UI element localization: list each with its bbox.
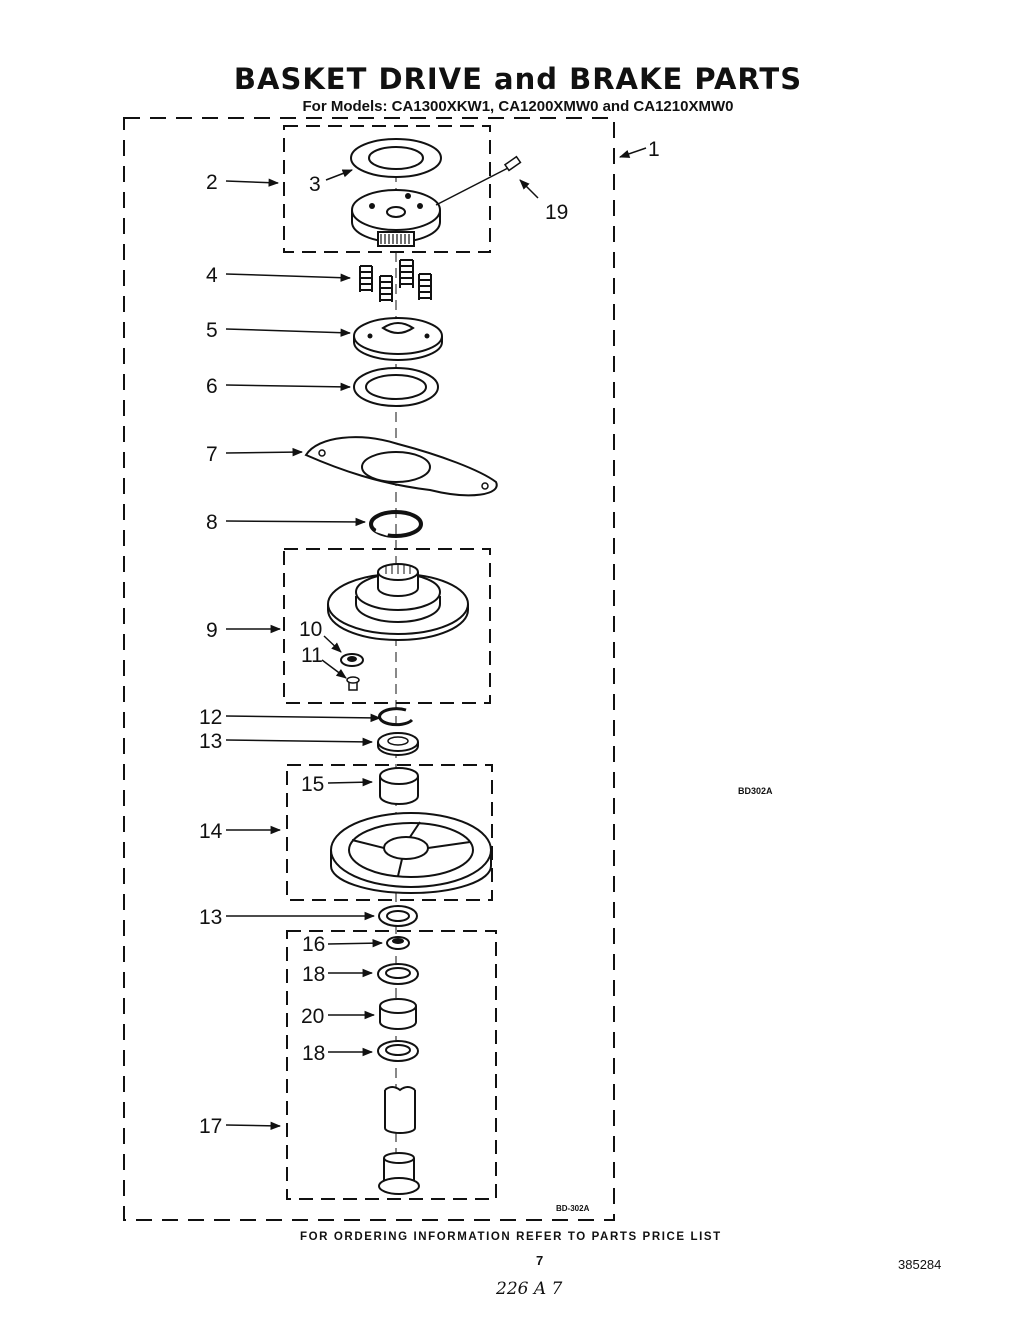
callout-6: 6 — [206, 375, 218, 398]
callout-13-lower: 13 — [199, 906, 222, 929]
part-18-seal-lower — [377, 1040, 419, 1062]
callout-8: 8 — [206, 511, 218, 534]
side-reference-code: BD302A — [738, 786, 773, 796]
handwritten-note: 226 A 7 — [496, 1279, 563, 1299]
part-17-drive-tube — [378, 1086, 420, 1195]
callout-12: 12 — [199, 706, 222, 729]
part-9-drum — [327, 563, 469, 641]
callout-20: 20 — [301, 1005, 324, 1028]
part-10-bushing — [340, 653, 364, 667]
document-number: 385284 — [898, 1257, 942, 1272]
callout-7: 7 — [206, 443, 218, 466]
callout-14: 14 — [199, 820, 223, 843]
callout-15: 15 — [301, 773, 324, 796]
callout-19: 19 — [545, 201, 568, 224]
callout-16: 16 — [302, 933, 325, 956]
part-3-washer — [350, 138, 442, 178]
group-box-2 — [283, 125, 491, 253]
part-13-bearing-lower — [378, 905, 418, 927]
part-8-ring — [369, 510, 423, 538]
part-6-washer — [353, 367, 439, 407]
part-19-pin — [503, 155, 522, 172]
box-reference-code: BD-302A — [556, 1204, 590, 1213]
callout-13-upper: 13 — [199, 730, 222, 753]
part-15-bushing — [379, 767, 419, 805]
part-5-plate — [353, 317, 443, 361]
part-13-bearing-upper — [377, 732, 419, 756]
callout-9: 9 — [206, 619, 218, 642]
group-box-9 — [283, 548, 491, 704]
callout-10: 10 — [299, 618, 322, 641]
callout-1: 1 — [648, 138, 660, 161]
page-number: 7 — [536, 1253, 544, 1268]
group-box-17 — [286, 930, 497, 1200]
page-subtitle: For Models: CA1300XKW1, CA1200XMW0 and C… — [302, 98, 734, 115]
callout-4: 4 — [206, 264, 218, 287]
part-18-seal-upper — [377, 963, 419, 985]
group-box-14 — [286, 764, 493, 901]
part-20-bearing — [379, 998, 417, 1030]
callout-11: 11 — [301, 644, 323, 667]
callout-17: 17 — [199, 1115, 222, 1138]
part-7-bracket — [304, 436, 498, 497]
callout-2: 2 — [206, 171, 218, 194]
ordering-note: FOR ORDERING INFORMATION REFER TO PARTS … — [300, 1231, 722, 1243]
callout-18-lower: 18 — [302, 1042, 325, 1065]
page-title: BASKET DRIVE and BRAKE PARTS — [233, 62, 803, 96]
assembly-box — [123, 117, 615, 1221]
callout-18-upper: 18 — [302, 963, 325, 986]
part-14-pulley — [330, 812, 492, 894]
part-2-hub — [351, 189, 441, 247]
part-11-screw — [346, 676, 360, 691]
part-16-ring — [386, 936, 410, 950]
callout-5: 5 — [206, 319, 218, 342]
part-4-springs — [359, 259, 432, 302]
callout-3: 3 — [309, 173, 321, 196]
